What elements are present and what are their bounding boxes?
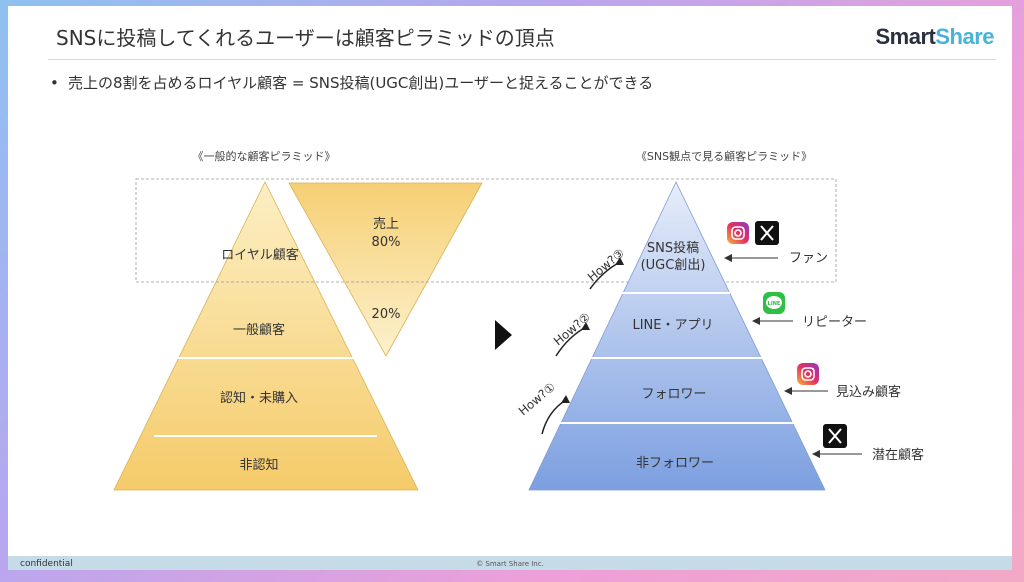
- smartshare-logo: SmartShare: [875, 24, 994, 49]
- slide-title: SNSに投稿してくれるユーザーは顧客ピラミッドの頂点: [56, 26, 555, 50]
- arrowhead-icon: [784, 387, 792, 395]
- right-level-1-line2: (UGC創出): [641, 258, 706, 273]
- slide: SNSに投稿してくれるユーザーは顧客ピラミッドの頂点 SmartShare • 売…: [8, 6, 1012, 570]
- sales-share-triangle: [288, 182, 483, 357]
- right-level-2: LINE・アプリ: [632, 318, 713, 333]
- left-level-2: 一般顧客: [233, 322, 285, 338]
- right-level-4: 非フォロワー: [636, 456, 714, 471]
- instagram-icon: [797, 363, 819, 385]
- label-latent: 潜在顧客: [872, 447, 924, 463]
- label-repeater: リピーター: [802, 315, 867, 330]
- copyright-text: © Smart Share Inc.: [476, 560, 544, 568]
- arrow-right-icon: [495, 320, 512, 350]
- right-pyramid-caption: 《SNS観点で見る顧客ピラミッド》: [636, 149, 812, 163]
- footer-bar: confidential © Smart Share Inc.: [8, 556, 1012, 570]
- left-level-1: ロイヤル顧客: [221, 247, 299, 263]
- arrowhead-icon: [561, 395, 570, 403]
- svg-text:LINE: LINE: [768, 301, 781, 307]
- x-icon: [823, 424, 847, 448]
- confidential-label: confidential: [20, 559, 73, 569]
- arrowhead-icon: [812, 450, 820, 458]
- how-step-3: How?③: [585, 246, 627, 285]
- bullet-dot: •: [50, 74, 59, 92]
- pyramid-diagram: 《一般的な顧客ピラミッド》 《SNS観点で見る顧客ピラミッド》 売上 80% 2…: [113, 149, 924, 491]
- line-icon: LINE: [763, 292, 785, 314]
- bullet-text: 売上の8割を占めるロイヤル顧客 = SNS投稿(UGC創出)ユーザーと捉えること…: [68, 74, 654, 92]
- arrowhead-icon: [724, 254, 732, 262]
- arrowhead-icon: [581, 322, 590, 330]
- instagram-icon: [727, 222, 749, 244]
- x-icon: [755, 221, 779, 245]
- bullet-point: • 売上の8割を占めるロイヤル顧客 = SNS投稿(UGC創出)ユーザーと捉えるこ…: [50, 72, 653, 93]
- label-prospective: 見込み顧客: [836, 384, 901, 400]
- sales-second-share: 20%: [372, 307, 401, 322]
- sales-label: 売上: [373, 216, 399, 232]
- right-level-3: フォロワー: [641, 387, 706, 402]
- right-level-1-line1: SNS投稿: [647, 240, 699, 256]
- left-level-3: 認知・未購入: [220, 390, 298, 406]
- highlight-box: [135, 178, 837, 283]
- left-level-4: 非認知: [239, 457, 278, 473]
- label-fan: ファン: [789, 251, 828, 266]
- left-pyramid-caption: 《一般的な顧客ピラミッド》: [193, 149, 336, 163]
- title-divider: [48, 59, 996, 60]
- arrowhead-icon: [752, 317, 760, 325]
- left-pyramid: [113, 181, 419, 491]
- sales-top-share: 80%: [372, 235, 401, 250]
- arrowhead-icon: [615, 257, 624, 265]
- right-pyramid: [528, 181, 826, 491]
